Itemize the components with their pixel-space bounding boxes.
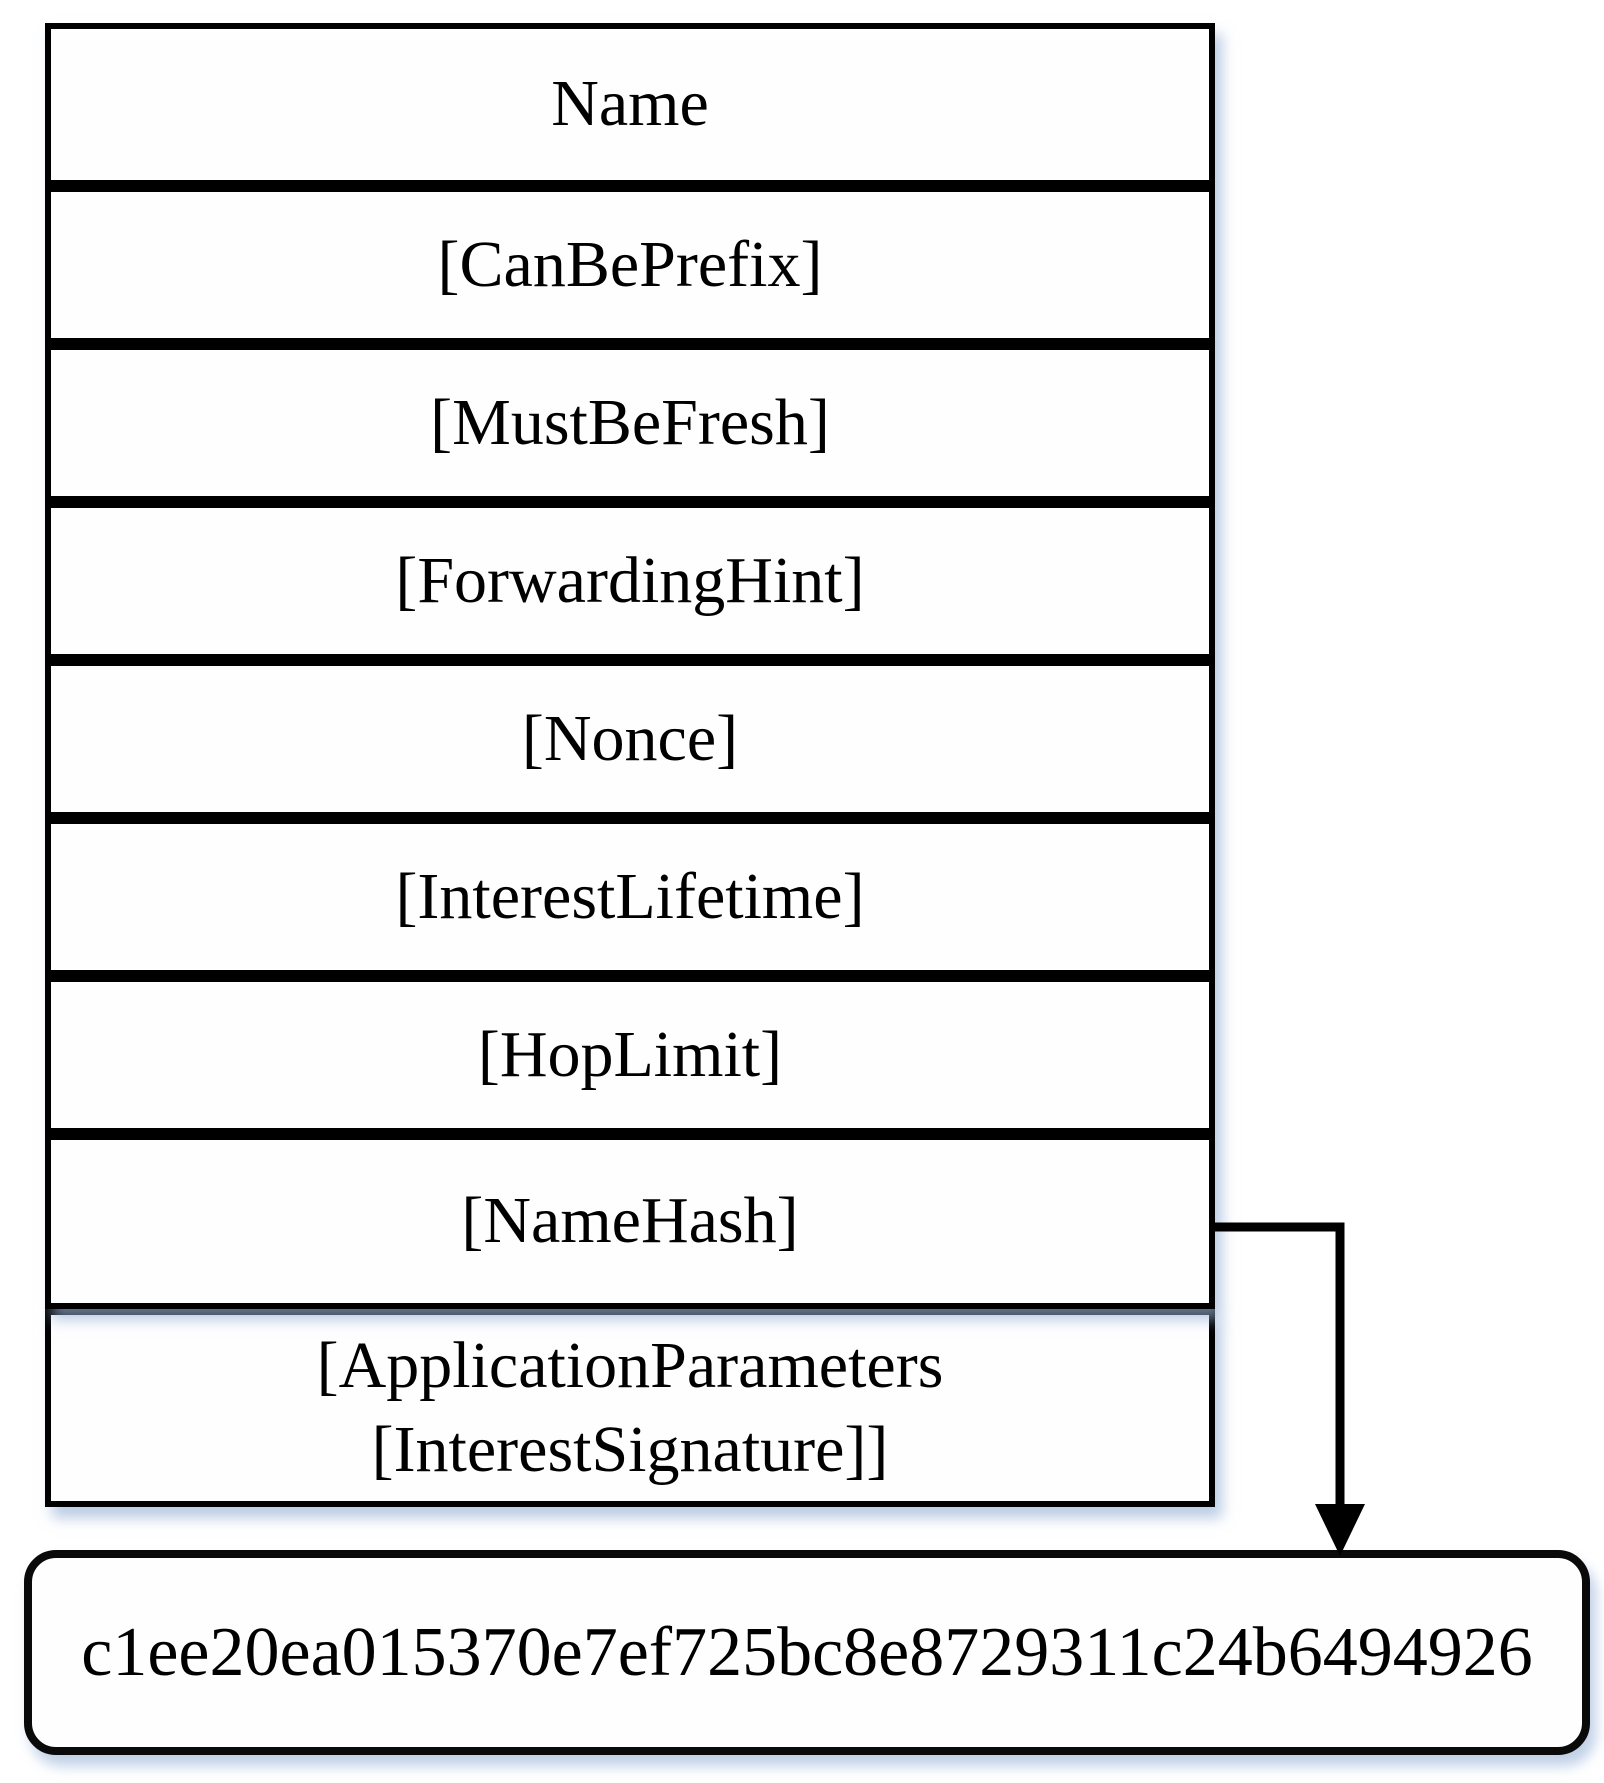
hash-box: c1ee20ea015370e7ef725bc8e8729311c24b6494…: [24, 1550, 1590, 1755]
table-row-canbeprefix: [CanBePrefix]: [51, 192, 1209, 350]
row-label: [CanBePrefix]: [437, 227, 823, 301]
table-row-name: Name: [51, 29, 1209, 192]
table-row-nonce: [Nonce]: [51, 666, 1209, 824]
row-label: [ForwardingHint]: [395, 543, 865, 617]
table-row-mustbefresh: [MustBeFresh]: [51, 350, 1209, 508]
row-label: [ApplicationParameters [InterestSignatur…: [316, 1328, 944, 1486]
row-label: Name: [551, 67, 709, 141]
hash-value: c1ee20ea015370e7ef725bc8e8729311c24b6494…: [81, 1613, 1533, 1691]
packet-table: Name [CanBePrefix] [MustBeFresh] [Forwar…: [45, 23, 1215, 1309]
row-label: [InterestLifetime]: [395, 859, 865, 933]
row-label: [MustBeFresh]: [430, 385, 830, 459]
row-label: [NameHash]: [461, 1184, 799, 1258]
table-row-hoplimit: [HopLimit]: [51, 982, 1209, 1140]
row-label: [Nonce]: [521, 701, 739, 775]
table-row-namehash: [NameHash]: [51, 1140, 1209, 1303]
arrow-head-icon: [1315, 1504, 1365, 1556]
table-row-forwardinghint: [ForwardingHint]: [51, 508, 1209, 666]
table-row-interestlifetime: [InterestLifetime]: [51, 824, 1209, 982]
row-label: [HopLimit]: [477, 1017, 783, 1091]
table-row-applicationparameters: [ApplicationParameters [InterestSignatur…: [45, 1309, 1215, 1507]
arrow-line: [1209, 1222, 1345, 1510]
